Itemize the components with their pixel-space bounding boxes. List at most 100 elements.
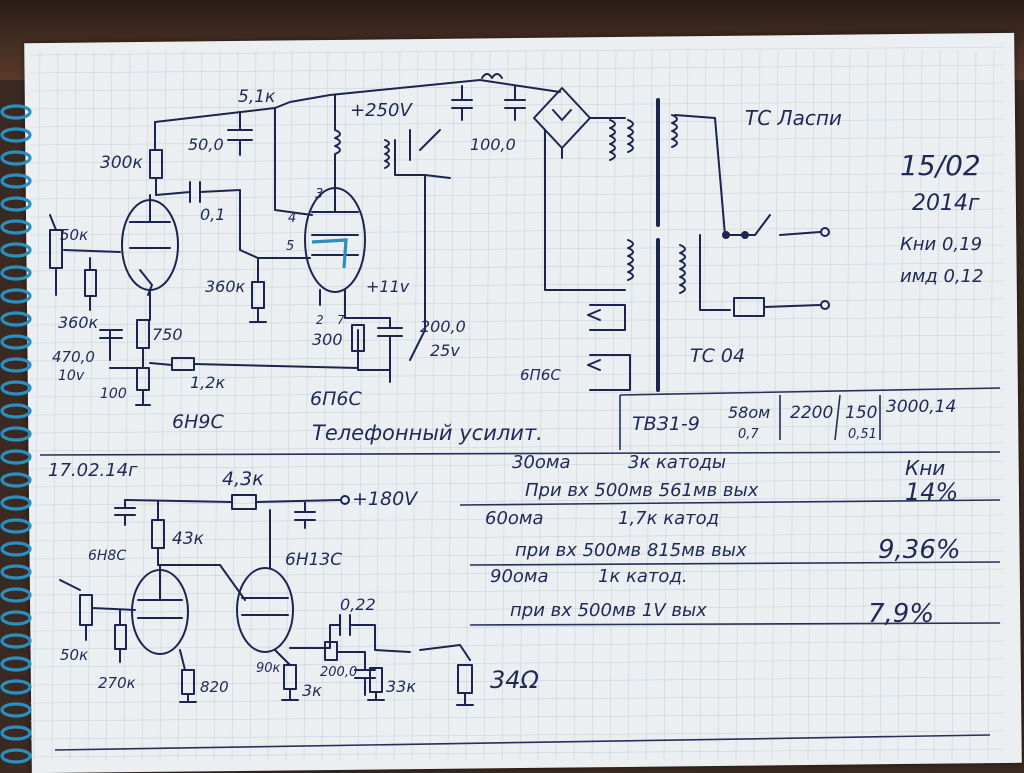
- label-title-top: Телефонный усилит.: [312, 421, 543, 445]
- label-r-cathode-1-bottom: 820: [200, 678, 229, 696]
- label-r-cathode-3-bottom: 3к: [302, 681, 322, 700]
- spec-col3: 150: [845, 403, 877, 423]
- spiral-ring: [0, 265, 32, 281]
- meas-row2-thd: 9,36%: [878, 535, 961, 565]
- label-r-anode-bottom: 43к: [172, 529, 205, 549]
- label-r-anode-feed: 5,1к: [238, 87, 276, 107]
- meas-row2-load: 60ома: [485, 508, 544, 529]
- label-cap-decoupling: 50,0: [188, 135, 224, 154]
- meas-header: Кни: [905, 456, 945, 480]
- spiral-ring: [0, 656, 32, 672]
- spiral-binding: [0, 104, 32, 764]
- label-kni-top: Кни 0,19: [900, 234, 982, 255]
- spec-model: ТВЗ1-9: [632, 413, 700, 435]
- spiral-ring: [0, 587, 32, 603]
- spiral-ring: [0, 104, 32, 120]
- paper-grid: [29, 46, 1006, 761]
- spiral-ring: [0, 518, 32, 534]
- label-pin-2: 2: [316, 313, 324, 327]
- label-pin-4: 4: [288, 211, 296, 226]
- label-cap-cathode-1-v: 10v: [58, 368, 85, 384]
- spiral-ring: [0, 679, 32, 695]
- meas-row1-load: 30ома: [512, 452, 571, 473]
- spiral-ring: [0, 541, 32, 557]
- label-pot-input: 50к: [60, 226, 88, 244]
- spiral-ring: [0, 380, 32, 396]
- label-r-cathode-output: 300: [312, 330, 343, 349]
- label-r-cathode-2-bottom: 90к: [256, 661, 281, 676]
- spiral-ring: [0, 311, 32, 327]
- label-cap-filter: 100,0: [470, 135, 516, 154]
- meas-row2-cathode: 1,7к катод: [618, 508, 719, 529]
- spiral-ring: [0, 288, 32, 304]
- label-r-anode-1: 300к: [100, 153, 143, 173]
- label-r-load-bottom: 33к: [386, 677, 416, 696]
- spiral-ring: [0, 449, 32, 465]
- label-tube-output: 6П6С: [310, 388, 362, 410]
- label-r-grid-bottom: 270к: [98, 674, 136, 692]
- spec-model-sub1: 58ом: [728, 403, 770, 422]
- label-cap-cathode-output-v: 25v: [430, 341, 460, 360]
- spec-model-sub2: 0,7: [738, 427, 759, 442]
- label-date-top: 15/02: [900, 149, 981, 182]
- label-heater: 6П6С: [520, 366, 561, 384]
- spiral-ring: [0, 357, 32, 373]
- label-r-fb-bottom: 100: [100, 386, 127, 402]
- labels: 5,1к +250V 100,0 50,0 300к 0,1 50к 360к …: [48, 87, 984, 700]
- label-r-grid: 360к: [205, 277, 246, 296]
- spiral-ring: [0, 150, 32, 166]
- section-rules: [39, 387, 1001, 751]
- label-tube-2-bottom: 6Н13С: [285, 550, 342, 570]
- spiral-ring: [0, 495, 32, 511]
- spiral-ring: [0, 610, 32, 626]
- label-supply-180: +180V: [352, 488, 419, 510]
- label-tube-driver: 6Н9С: [172, 411, 224, 433]
- label-cap-output-bottom: 0,22: [340, 595, 376, 614]
- label-pot-bottom: 50к: [60, 646, 88, 664]
- spiral-ring: [0, 127, 32, 143]
- label-pin-3: 3: [315, 187, 323, 202]
- top-schematic: [49, 73, 830, 406]
- meas-row3-cathode: 1к катод.: [598, 566, 688, 587]
- spiral-ring: [0, 748, 32, 764]
- meas-row3-thd: 7,9%: [868, 599, 934, 629]
- label-tx-output: ТС 04: [690, 345, 745, 367]
- meas-row3-load: 90ома: [490, 566, 549, 587]
- meas-row1-thd: 14%: [905, 478, 958, 506]
- label-r-input: 360к: [58, 313, 99, 332]
- spiral-ring: [0, 173, 32, 189]
- meas-row3-inout: при вх 500мв 1V вых: [510, 600, 707, 621]
- label-r-feedback: 1,2к: [190, 373, 225, 392]
- meas-row1-cathode: 3к катоды: [628, 452, 726, 473]
- spiral-ring: [0, 633, 32, 649]
- spiral-ring: [0, 725, 32, 741]
- meas-row2-inout: при вх 500мв 815мв вых: [515, 540, 747, 561]
- label-date-bottom: 17.02.14г: [48, 460, 138, 481]
- spiral-ring: [0, 702, 32, 718]
- label-cap-output-2-bottom: 200,0: [320, 665, 357, 680]
- spec-col3-sub: 0,51: [848, 427, 877, 442]
- label-cap-coupling: 0,1: [200, 205, 225, 224]
- label-supply-250: +250V: [350, 100, 413, 121]
- label-pin-5: 5: [286, 239, 294, 254]
- spiral-ring: [0, 472, 32, 488]
- spec-col4: 3000,14: [886, 397, 956, 417]
- label-cathode-voltage: +11v: [366, 277, 410, 296]
- spiral-ring: [0, 334, 32, 350]
- label-tube-1-bottom: 6Н8С: [88, 548, 126, 564]
- spiral-ring: [0, 196, 32, 212]
- spiral-ring: [0, 219, 32, 235]
- spiral-ring: [0, 242, 32, 258]
- label-tx-speaker: ТС Ласпи: [745, 106, 842, 130]
- label-year-top: 2014г: [912, 191, 980, 216]
- spiral-ring: [0, 403, 32, 419]
- label-speaker-bottom: 34Ω: [490, 666, 540, 694]
- label-imd-top: имд 0,12: [900, 266, 984, 287]
- label-pin-7: 7: [337, 313, 345, 327]
- label-cap-cathode-output: 200,0: [420, 317, 466, 336]
- spiral-ring: [0, 564, 32, 580]
- spec-col2: 2200: [790, 403, 833, 423]
- label-cap-cathode-1: 470,0: [52, 348, 95, 366]
- pencil-highlight: [311, 238, 348, 269]
